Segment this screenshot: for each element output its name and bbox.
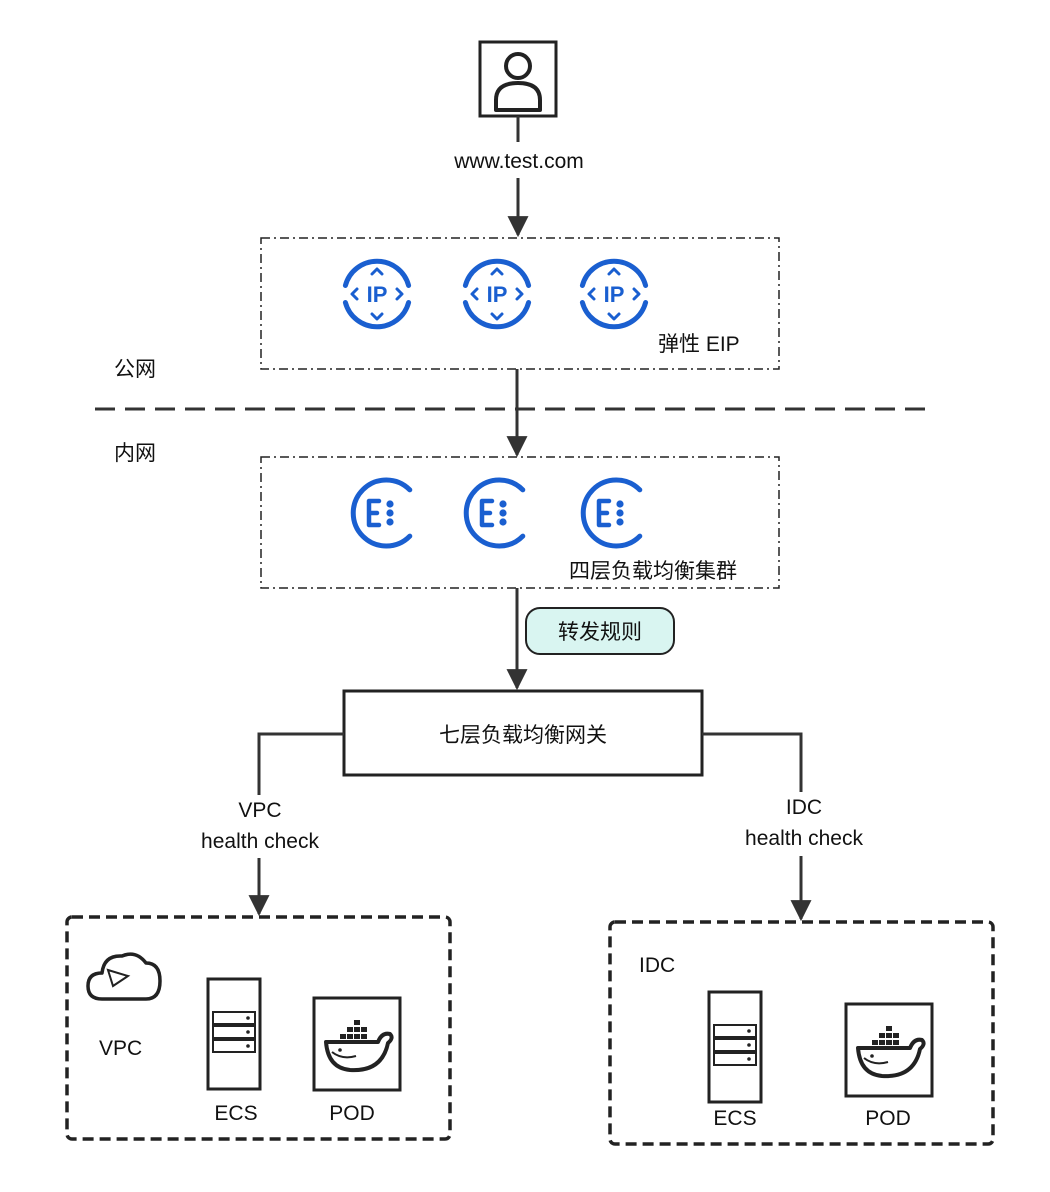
elb-icon [466, 480, 523, 546]
l7-gateway: 七层负载均衡网关 [342, 689, 704, 777]
l7-gateway-label: 七层负载均衡网关 [439, 724, 607, 747]
vpc-pod-label: POD [329, 1102, 375, 1125]
elb-icon [583, 480, 640, 546]
docker-icon [312, 996, 402, 1092]
eip-group: 弹性 EIP [260, 237, 780, 370]
idc-box: IDC ECS POD [608, 920, 995, 1146]
l4-cluster-label: 四层负载均衡集群 [569, 560, 737, 583]
public-zone-label: 公网 [114, 358, 156, 381]
docker-icon [844, 1002, 934, 1098]
url-label: www.test.com [453, 150, 584, 173]
user-node [478, 40, 558, 118]
gateway-to-vpc-line [257, 732, 344, 795]
idc-box-title: IDC [639, 954, 675, 977]
gateway-to-idc-line [702, 732, 803, 792]
ip-icon [465, 261, 528, 327]
vpc-box-title: VPC [99, 1037, 142, 1060]
vpc-link-label-line1: VPC [238, 799, 281, 822]
forward-rule-label: 转发规则 [558, 621, 642, 644]
eip-group-label: 弹性 EIP [658, 333, 740, 356]
idc-ecs-label: ECS [713, 1107, 756, 1130]
ip-icon [582, 261, 645, 327]
vpc-ecs-label: ECS [214, 1102, 257, 1125]
l4-cluster-group: 四层负载均衡集群 [260, 456, 780, 589]
server-icon [206, 977, 262, 1091]
vpc-link-label-line2: health check [201, 830, 319, 853]
vpc-box: VPC ECS POD [65, 915, 452, 1141]
cloud-icon [86, 952, 162, 1001]
idc-link-label-line2: health check [745, 827, 863, 850]
user-icon [494, 52, 542, 112]
internal-zone-label: 内网 [114, 442, 156, 465]
server-icon [707, 990, 763, 1104]
forward-rule-badge: 转发规则 [525, 607, 675, 655]
idc-pod-label: POD [865, 1107, 911, 1130]
elb-icon [353, 480, 410, 546]
idc-link-label-line1: IDC [786, 796, 822, 819]
ip-icon [345, 261, 408, 327]
